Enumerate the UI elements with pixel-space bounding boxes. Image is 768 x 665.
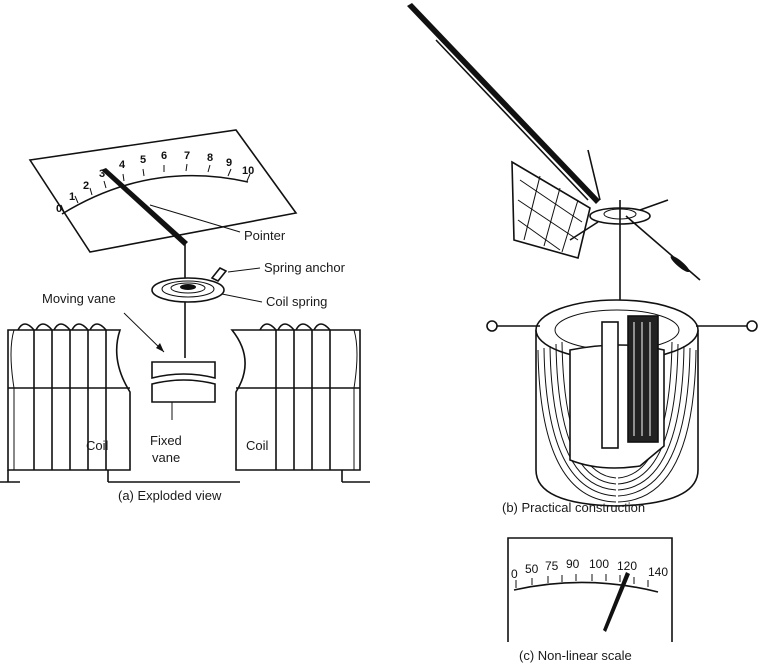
pointer-leader (149, 204, 241, 233)
terminal-left (486, 320, 498, 332)
coil-spring-label: Coil spring (266, 294, 327, 309)
long-pointer (407, 3, 600, 204)
moving-vane (151, 361, 216, 380)
balance-arm-2 (569, 221, 599, 241)
dial-tick-label: 10 (242, 165, 254, 177)
practical-construction-caption: (b) Practical construction (502, 500, 645, 515)
coil-spring-leader (221, 293, 263, 303)
nonlinear-scale-caption: (c) Non-linear scale (519, 648, 632, 663)
coil-left (0, 323, 240, 483)
exploded-view: 0 1 2 3 4 5 6 7 8 9 10 Pointer (0, 129, 370, 503)
fixed-vane-label-line2: vane (152, 450, 180, 465)
damping-vane (511, 160, 591, 259)
moving-vane-leader (123, 312, 165, 353)
dial-tick-label: 3 (99, 168, 105, 180)
coil-right (230, 323, 370, 483)
dial-scale-arc (61, 174, 249, 215)
nonlinear-tick-label: 120 (617, 559, 637, 573)
coil-cylinder (535, 299, 699, 507)
nonlinear-tick-label: 100 (589, 557, 609, 571)
dial-tick-label: 4 (119, 159, 126, 171)
moving-vane-arrow (156, 343, 164, 352)
dial-tick-label: 6 (161, 150, 167, 162)
spring-anchor-label: Spring anchor (264, 260, 346, 275)
coil-left-label: Coil (86, 438, 109, 453)
fixed-vane (151, 379, 216, 403)
nonlinear-tick-label: 90 (566, 557, 580, 571)
nonlinear-scale: 0 50 75 90 100 120 140 (c) Non-linear sc… (507, 537, 673, 663)
nonlinear-tick-label: 75 (545, 559, 559, 573)
pointer-label: Pointer (244, 228, 286, 243)
dial-scale-ticks (60, 163, 251, 213)
dial-scale-numbers: 0 1 2 3 4 5 6 7 8 9 10 (56, 150, 254, 215)
nonlinear-pointer (603, 572, 630, 632)
nonlinear-tick-label: 140 (648, 565, 668, 579)
pointer-arm-2 (587, 149, 601, 201)
dial-tick-label: 5 (140, 154, 146, 166)
fixed-vane-label-line1: Fixed (150, 433, 182, 448)
moving-vane-label: Moving vane (42, 291, 116, 306)
practical-construction: (b) Practical construction (407, 3, 758, 515)
pointer-arm (435, 39, 589, 201)
coil-spring (151, 277, 225, 303)
dial-tick-label: 1 (69, 191, 75, 203)
pointer-needle (101, 168, 188, 246)
terminal-right (746, 320, 758, 332)
spring-anchor (210, 266, 228, 283)
counterweight (670, 255, 690, 273)
coil-right-label: Coil (246, 438, 269, 453)
nonlinear-tick-label: 0 (511, 567, 518, 581)
dial-tick-label: 9 (226, 157, 232, 169)
dial-tick-label: 7 (184, 150, 190, 162)
nonlinear-scale-ticks (515, 574, 649, 588)
exploded-view-caption: (a) Exploded view (118, 488, 222, 503)
balance-arm (639, 199, 669, 211)
dial-tick-label: 0 (56, 203, 62, 215)
dial-plate (28, 129, 298, 253)
nonlinear-tick-label: 50 (525, 562, 539, 576)
dial-tick-label: 2 (83, 180, 89, 192)
spring-anchor-leader (227, 267, 261, 273)
scale-frame (507, 537, 673, 642)
nonlinear-scale-arc (513, 581, 659, 593)
dial-tick-label: 8 (207, 152, 213, 164)
vanes (151, 361, 216, 403)
